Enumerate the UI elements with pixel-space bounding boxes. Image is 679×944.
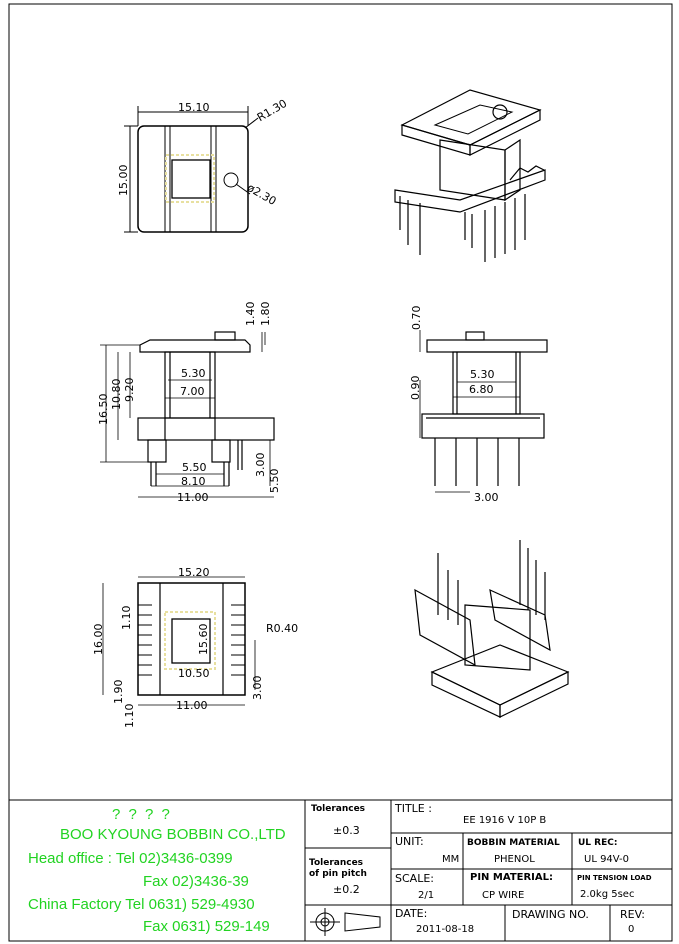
dim-side-core-outer: 6.80 (469, 383, 494, 396)
ul-rec-value: UL 94V-0 (584, 854, 630, 865)
scale-value: 2/1 (418, 890, 435, 901)
dim-front-tab-2: 1.80 (259, 301, 272, 327)
dim-bottom-width: 15.20 (178, 566, 210, 579)
dim-bottom-radius: R0.40 (266, 622, 299, 635)
company-logo-chars: ? ? ? ? (112, 806, 172, 823)
dim-front-pin-span-outer: 8.10 (181, 475, 206, 488)
pitch-tol-value: ±0.2 (333, 883, 360, 896)
pin-material-value: CP WIRE (482, 890, 525, 901)
bobbin-material-label: BOBBIN MATERIAL (467, 838, 560, 848)
title-value: EE 1916 V 10P B (463, 815, 547, 826)
pin-tension-value: 2.0kg 5sec (580, 889, 635, 900)
dim-bottom-pin-offset: 3.00 (251, 675, 264, 701)
title-label: TITLE : (395, 802, 432, 815)
dim-bottom-inner-width: 10.50 (178, 667, 210, 680)
dim-side-core-inner: 5.30 (470, 368, 495, 381)
scale-label: SCALE: (395, 872, 434, 885)
tolerances-label: Tolerances (311, 804, 366, 814)
pin-material-label: PIN MATERIAL: (470, 872, 553, 883)
title-block-lines (9, 799, 672, 941)
company-fax-2: Fax 0631) 529-149 (143, 918, 270, 935)
dim-side-pin-pitch: 3.00 (474, 491, 499, 504)
dim-side-top-flange: 0.70 (410, 305, 423, 331)
ul-rec-label: UL REC: (578, 838, 618, 848)
isometric-view-2 (414, 540, 570, 718)
bottom-view (102, 576, 256, 706)
pitch-tol-label-2: of pin pitch (309, 869, 367, 879)
dim-bottom-pad-2: 1.10 (123, 703, 136, 729)
drawing-no-label: DRAWING NO. (512, 908, 589, 921)
unit-value: MM (442, 854, 460, 865)
dim-top-height: 15.00 (117, 164, 130, 197)
date-value: 2011-08-18 (416, 924, 475, 935)
tolerances-value: ±0.3 (333, 824, 360, 837)
dim-front-winding-height: 9.20 (123, 377, 136, 403)
dim-bottom-height: 16.00 (92, 623, 105, 656)
bobbin-material-value: PHENOL (494, 854, 535, 865)
top-view (124, 106, 259, 233)
side-view (419, 330, 548, 493)
rev-value: 0 (628, 924, 635, 935)
sheet-border (8, 3, 673, 942)
dim-front-pin-step: 3.00 (254, 452, 267, 478)
pitch-tol-label-1: Tolerances (309, 858, 364, 868)
isometric-view-1 (394, 89, 546, 262)
dim-bottom-pad-1: 1.90 (112, 679, 125, 705)
dim-front-flange-height: 10.80 (110, 378, 123, 411)
pin-tension-label: PIN TENSION LOAD (577, 874, 652, 882)
dim-front-base-width: 11.00 (177, 491, 209, 504)
dim-front-core-outer: 7.00 (180, 385, 205, 398)
dim-bottom-base-width: 11.00 (176, 699, 208, 712)
company-head-office: Head office : Tel 02)3436-0399 (28, 850, 233, 867)
company-china-factory: China Factory Tel 0631) 529-4930 (28, 896, 255, 913)
company-fax-1: Fax 02)3436-39 (143, 873, 249, 890)
dim-bottom-inner-height: 15.60 (197, 623, 210, 656)
front-view (100, 331, 275, 498)
dim-top-width: 15.10 (178, 101, 210, 114)
dim-front-overall-height: 16.50 (97, 393, 110, 426)
dim-bottom-slot: 1.10 (120, 605, 133, 631)
dim-side-base-gap: 0.90 (409, 375, 422, 401)
dim-front-pin-span-inner: 5.50 (182, 461, 207, 474)
dim-front-tab-1: 1.40 (244, 301, 257, 327)
unit-label: UNIT: (395, 835, 424, 848)
company-name: BOO KYOUNG BOBBIN CO.,LTD (60, 826, 286, 843)
rev-label: REV: (620, 908, 645, 921)
dim-front-core-inner: 5.30 (181, 367, 206, 380)
date-label: DATE: (395, 907, 428, 920)
dim-front-pin-length: 5.50 (268, 468, 281, 494)
